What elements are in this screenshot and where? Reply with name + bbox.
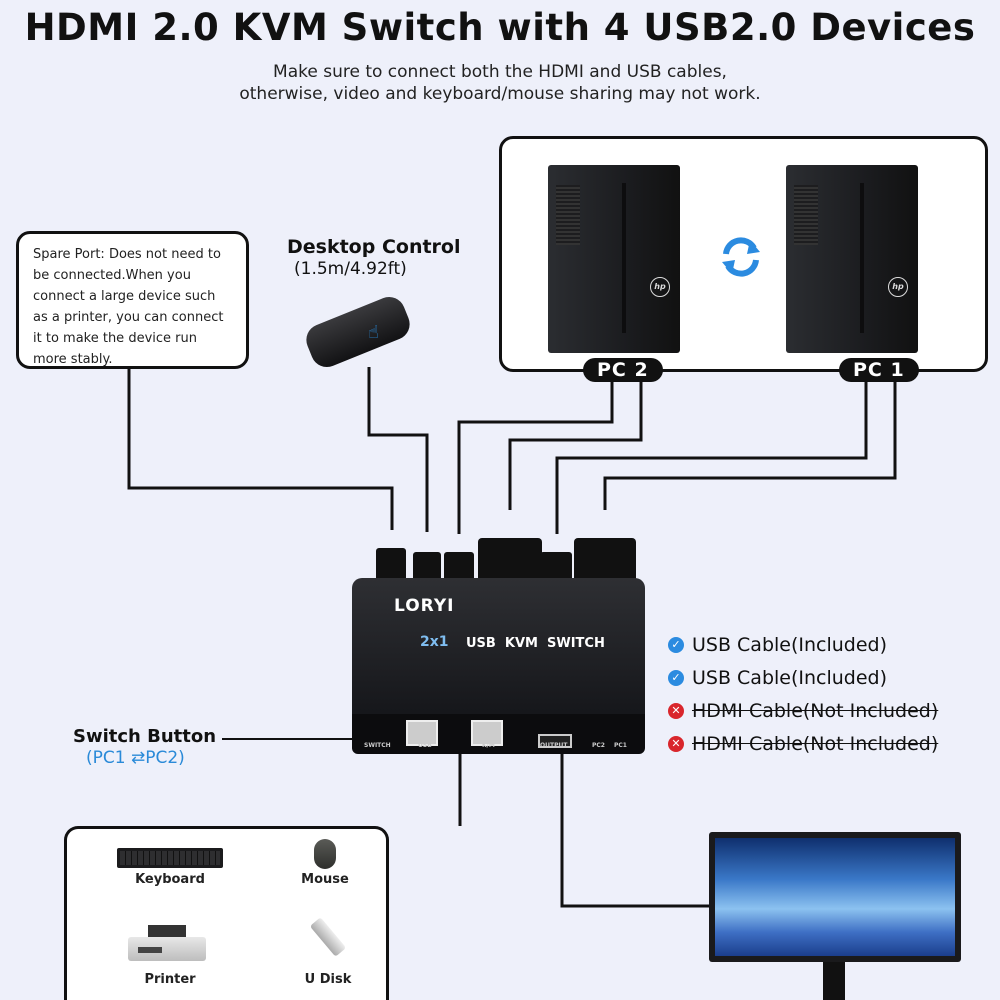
output-port-label: OUTPUT	[540, 742, 568, 749]
pc2-hdmi-plug	[478, 538, 542, 582]
mouse-label: Mouse	[301, 872, 349, 887]
pc2-usb-plug	[444, 552, 474, 582]
monitor-icon	[709, 832, 961, 962]
pc2-port-label: PC2	[592, 742, 605, 749]
pc1-port-label: PC1	[614, 742, 627, 749]
kvm-name: USB KVM SWITCH	[466, 636, 605, 651]
page-title: HDMI 2.0 KVM Switch with 4 USB2.0 Device…	[24, 6, 976, 49]
usb-port	[406, 720, 438, 746]
pc2-tower: hp	[548, 165, 680, 353]
subtitle-line-2: otherwise, video and keyboard/mouse shar…	[239, 84, 761, 104]
subtitle-line-1: Make sure to connect both the HDMI and U…	[273, 62, 727, 82]
keyboard-icon	[117, 848, 223, 868]
monitor-stand	[823, 962, 845, 1000]
switch-button-desc: (PC1 ⇄PC2)	[86, 748, 185, 768]
desktop-control-plug	[413, 552, 441, 582]
pc1-label: PC 1	[839, 358, 919, 382]
check-icon: ✓	[668, 637, 684, 653]
feature-item: ✕ HDMI Cable(Not Included)	[668, 700, 938, 722]
feature-item: ✕ HDMI Cable(Not Included)	[668, 733, 938, 755]
pc1-tower: hp	[786, 165, 918, 353]
switch-button-desc-right: PC2)	[145, 748, 185, 768]
udisk-label: U Disk	[304, 972, 352, 987]
desktop-control-length: (1.5m/4.92ft)	[294, 259, 407, 279]
hand-pointer-icon: ☝	[368, 322, 379, 343]
cross-icon: ✕	[668, 736, 684, 752]
kvm-model: 2x1	[420, 634, 449, 650]
keyboard-label: Keyboard	[135, 872, 205, 887]
usb-port-label: USB	[418, 742, 432, 749]
swap-arrows-icon: ⇄	[130, 748, 146, 768]
feature-text: USB Cable(Included)	[692, 634, 888, 656]
desktop-control-button: ☝	[301, 292, 415, 372]
sync-icon	[722, 237, 760, 277]
pc1-hdmi-plug	[574, 538, 636, 582]
kvm-switch: LORYI 2x1 USB KVM SWITCH SWITCH USB K/M …	[352, 578, 645, 754]
feature-text: USB Cable(Included)	[692, 667, 888, 689]
feature-item: ✓ USB Cable(Included)	[668, 667, 887, 689]
kvm-brand: LORYI	[394, 596, 455, 616]
hp-logo: hp	[650, 277, 670, 297]
cross-icon: ✕	[668, 703, 684, 719]
printer-label: Printer	[144, 972, 196, 987]
feature-item: ✓ USB Cable(Included)	[668, 634, 887, 656]
check-icon: ✓	[668, 670, 684, 686]
hp-logo: hp	[888, 277, 908, 297]
pc1-usb-plug	[540, 552, 572, 582]
spare-port-note: Spare Port: Does not need to be connecte…	[16, 231, 249, 369]
printer-icon	[128, 925, 206, 965]
mouse-icon	[314, 839, 336, 869]
km-port-label: K/M	[482, 742, 495, 749]
km-port	[471, 720, 503, 746]
switch-button-title: Switch Button	[73, 726, 217, 747]
switch-button-desc-left: (PC1	[86, 748, 126, 768]
switch-port-label: SWITCH	[364, 742, 391, 749]
spare-port-plug	[376, 548, 406, 582]
desktop-control-title: Desktop Control	[287, 236, 461, 258]
feature-text: HDMI Cable(Not Included)	[692, 733, 939, 755]
feature-text: HDMI Cable(Not Included)	[692, 700, 939, 722]
pc2-label: PC 2	[583, 358, 663, 382]
output-port	[538, 734, 572, 748]
